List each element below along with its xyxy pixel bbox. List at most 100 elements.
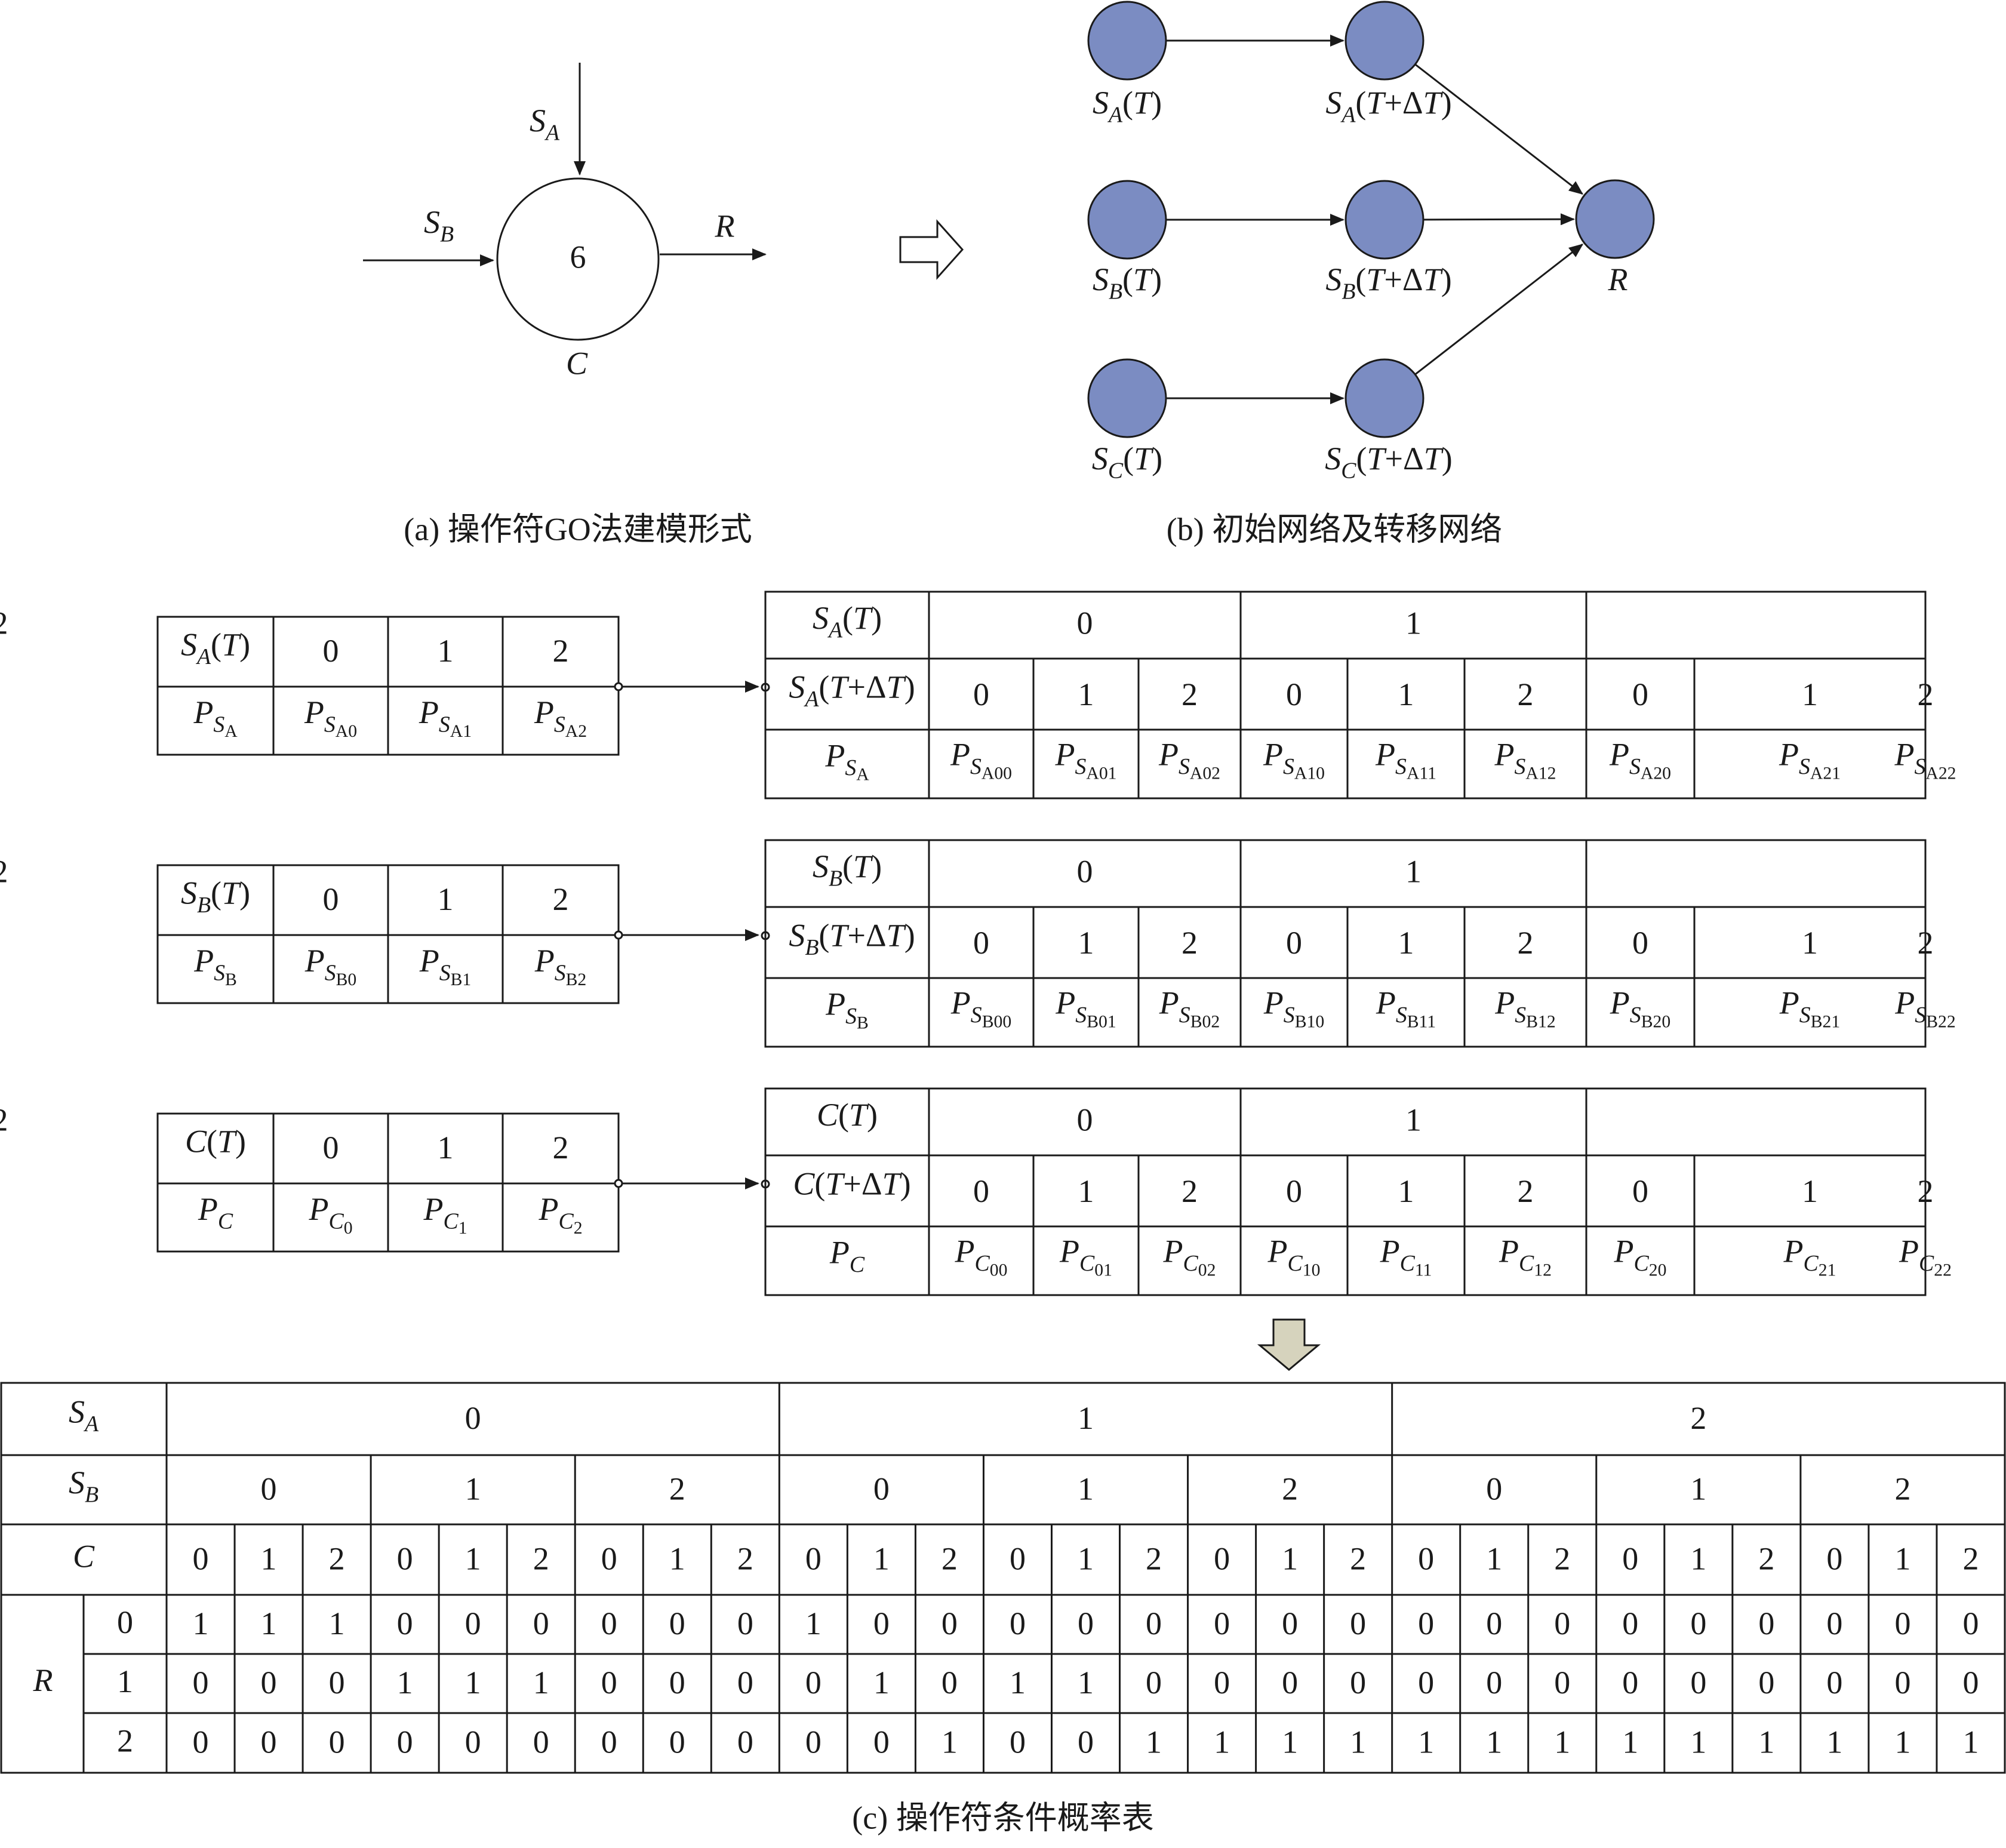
caption-a: (a) 操作符GO法建模形式 [404,511,752,547]
small-prob-2-1: PC1 [423,1191,467,1238]
big-prob-label-0: PSA [824,738,869,785]
cond-r-value-0-6: 0 [601,1606,617,1641]
cond-sb-state-7: 1 [1690,1471,1706,1506]
cond-r-value-0-15: 0 [1214,1606,1230,1641]
cond-c-state-9: 0 [805,1540,822,1576]
small-prob-label-0: PSA [193,694,238,741]
cond-r-value-1-22: 0 [1690,1665,1706,1701]
big-prob-1-0: PSB00 [950,985,1011,1032]
cond-header-r: R [33,1662,53,1698]
cond-r-value-1-16: 0 [1282,1665,1298,1701]
cond-r-value-2-1: 0 [261,1724,277,1760]
cond-r-value-2-12: 0 [1010,1724,1026,1760]
small-state-0-0: 0 [323,633,339,669]
cond-sb-state-6: 0 [1486,1471,1502,1506]
cond-c-state-12: 0 [1010,1540,1026,1576]
cond-c-state-3: 0 [397,1540,413,1576]
big-group-state-2-0: 0 [1077,1102,1093,1137]
cond-c-state-2: 2 [329,1540,345,1576]
network-node-6 [1575,179,1655,259]
big-prob-2-3: PC10 [1267,1234,1321,1280]
big-prob-1-7: PSB21 [1779,985,1840,1032]
cond-sb-state-4: 1 [1078,1471,1094,1506]
big-state-2-3: 0 [1286,1173,1302,1209]
big-group-state-1-2: 2 [0,853,8,889]
big-prob-label-1: PSB [825,986,869,1033]
cond-header-sa: SA [69,1394,99,1437]
big-prob-0-6: PSA20 [1609,737,1671,783]
cond-c-state-1: 1 [261,1540,277,1576]
big-prob-1-6: PSB20 [1610,985,1670,1032]
big-header1-2: C(T) [817,1097,878,1133]
cond-c-state-14: 2 [1146,1540,1162,1576]
cond-sa-state-1: 1 [1078,1400,1094,1436]
small-prob-0-2: PSA2 [534,694,587,741]
cond-r-value-1-11: 0 [942,1665,958,1701]
big-prob-0-8: PSA22 [1894,737,1956,783]
cond-r-value-0-4: 0 [465,1606,481,1641]
network-node-label-0: SA(T) [1093,85,1162,127]
big-prob-label-2: PC [829,1235,865,1277]
network-node-0 [1087,1,1167,81]
small-state-0-2: 2 [553,633,569,669]
cond-sb-state-0: 0 [261,1471,277,1506]
cond-r-value-0-10: 0 [873,1606,890,1641]
cond-r-value-1-7: 0 [669,1665,685,1701]
transform-arrow-icon [899,219,964,280]
connector-dot-left-1 [614,930,623,940]
network-node-label-4: SC(T) [1092,441,1162,483]
cond-r-value-2-21: 1 [1622,1724,1638,1760]
cond-r-value-2-18: 1 [1418,1724,1434,1760]
small-prob-0-0: PSA0 [304,694,357,741]
cond-r-value-1-15: 0 [1214,1665,1230,1701]
cond-r-value-0-26: 0 [1962,1606,1979,1641]
big-header2-1: SB(T+ΔT) [789,918,915,960]
cond-c-state-8: 2 [737,1540,753,1576]
cond-c-state-21: 0 [1622,1540,1638,1576]
cond-r-value-1-3: 1 [397,1665,413,1701]
big-state-1-7: 1 [1802,925,1818,961]
big-state-2-1: 1 [1078,1173,1094,1209]
cond-c-state-4: 1 [465,1540,481,1576]
big-prob-1-3: PSB10 [1263,985,1324,1032]
cond-sb-state-5: 2 [1282,1471,1298,1506]
small-state-1-0: 0 [323,881,339,917]
cond-c-state-16: 1 [1282,1540,1298,1576]
big-state-0-1: 1 [1078,677,1094,712]
cond-r-value-1-23: 0 [1758,1665,1774,1701]
big-state-1-4: 1 [1398,925,1414,961]
cond-r-value-1-24: 0 [1826,1665,1842,1701]
big-state-0-2: 2 [1182,677,1198,712]
big-header1-0: SA(T) [813,600,882,642]
cond-r-value-2-9: 0 [805,1724,822,1760]
cond-r-value-0-20: 0 [1554,1606,1570,1641]
network-node-4 [1087,358,1167,438]
cond-sb-state-8: 2 [1894,1471,1910,1506]
big-prob-1-2: PSB02 [1159,985,1220,1032]
cond-r-value-2-4: 0 [465,1724,481,1760]
network-node-label-2: SB(T) [1093,262,1162,304]
cond-r-state-1: 1 [117,1663,133,1699]
network-node-label-1: SA(T+ΔT) [1325,85,1451,127]
cond-r-state-0: 0 [117,1604,133,1640]
cond-c-state-17: 2 [1350,1540,1366,1576]
cond-r-value-0-5: 0 [533,1606,549,1641]
cond-r-value-0-19: 0 [1486,1606,1502,1641]
big-state-0-4: 1 [1398,677,1414,712]
cond-r-value-1-12: 1 [1010,1665,1026,1701]
cond-header-c: C [73,1538,95,1574]
big-group-state-1-0: 0 [1077,853,1093,889]
big-header2-0: SA(T+ΔT) [789,669,915,712]
cond-r-value-2-23: 1 [1758,1724,1774,1760]
small-state-2-1: 1 [438,1130,454,1166]
cond-r-value-2-17: 1 [1350,1724,1366,1760]
cond-r-value-2-24: 1 [1826,1724,1842,1760]
cond-r-value-0-2: 1 [329,1606,345,1641]
big-prob-2-6: PC20 [1614,1234,1667,1280]
big-state-2-2: 2 [1182,1173,1198,1209]
condition-table [0,1382,2006,1774]
cond-r-value-2-19: 1 [1486,1724,1502,1760]
network-node-1 [1344,1,1424,81]
big-prob-1-4: PSB11 [1376,985,1436,1032]
big-prob-0-4: PSA11 [1375,737,1436,783]
